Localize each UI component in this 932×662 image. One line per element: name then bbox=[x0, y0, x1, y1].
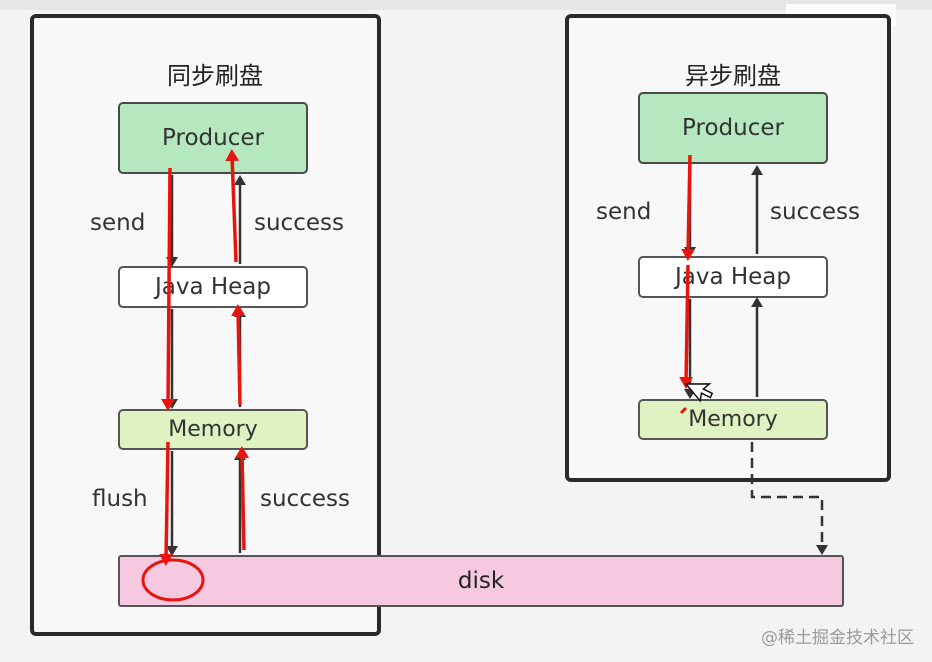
sync-flush-label: flush bbox=[92, 486, 148, 512]
sync-success-top-label: success bbox=[254, 210, 344, 236]
async-producer-box: Producer bbox=[638, 92, 828, 164]
async-send-label: send bbox=[596, 199, 652, 225]
sync-success-bottom-label: success bbox=[260, 486, 350, 512]
async-memory-box: Memory bbox=[638, 399, 828, 440]
sync-producer-box: Producer bbox=[118, 102, 308, 174]
sync-memory-box: Memory bbox=[118, 409, 308, 450]
async-java-heap-box: Java Heap bbox=[638, 256, 828, 298]
watermark: @稀土掘金技术社区 bbox=[761, 628, 914, 648]
sync-java-heap-box: Java Heap bbox=[118, 266, 308, 308]
async-success-label: success bbox=[770, 199, 860, 225]
async-flush-title: 异步刷盘 bbox=[685, 62, 781, 90]
disk-bar: disk bbox=[118, 555, 844, 607]
disk-label: disk bbox=[457, 568, 505, 594]
top-strip bbox=[0, 0, 932, 10]
sync-send-label: send bbox=[90, 210, 146, 236]
sync-flush-title: 同步刷盘 bbox=[167, 62, 263, 90]
